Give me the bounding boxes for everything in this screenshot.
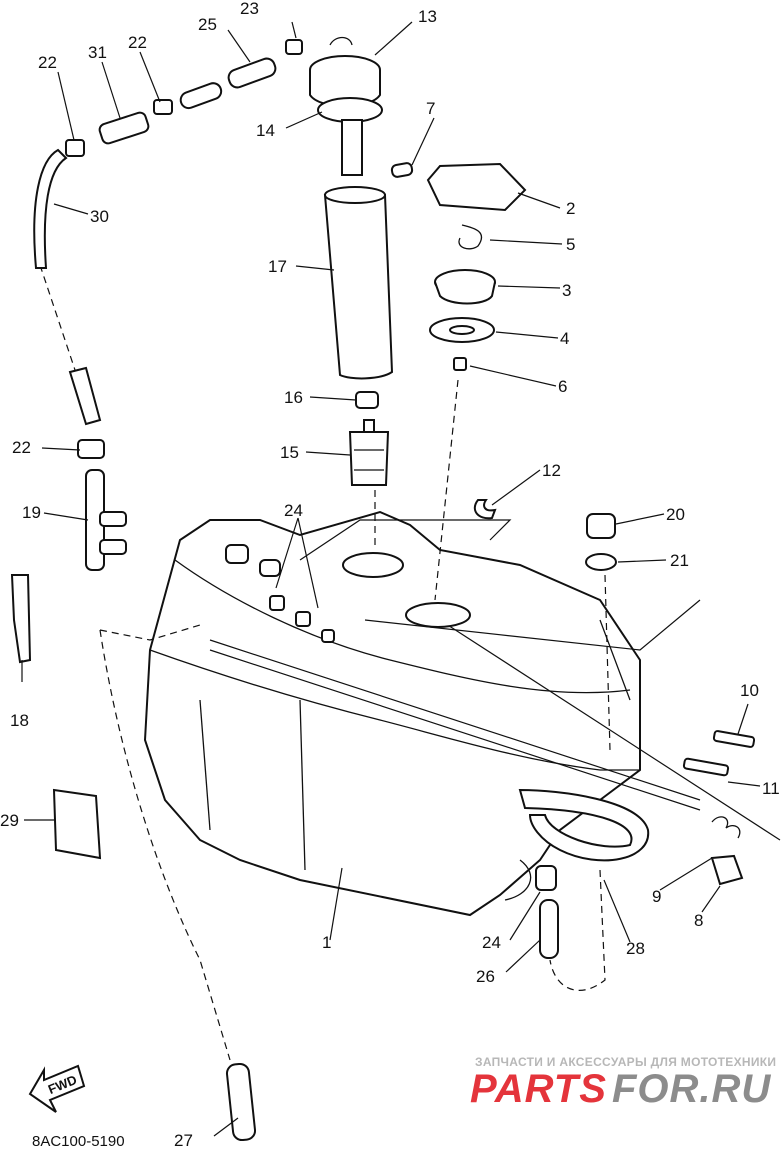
tank-hose-fittings <box>225 544 335 643</box>
callout-8: 8 <box>694 911 703 930</box>
damper-pad <box>52 788 102 860</box>
watermark-brand-left: PARTS <box>470 1067 607 1111</box>
drain-hose <box>539 899 559 959</box>
bolt-part <box>712 730 756 748</box>
callout-14: 14 <box>256 121 275 140</box>
callout-22: 22 <box>38 53 57 72</box>
partsfor-watermark: ЗАПЧАСТИ И АКСЕССУАРЫ ДЛЯ МОТОТЕХНИКИ PA… <box>470 1055 776 1111</box>
callout-22: 22 <box>12 438 31 457</box>
clip-part <box>473 499 497 520</box>
o-ring <box>317 97 383 123</box>
callout-29: 29 <box>0 811 19 830</box>
callout-3: 3 <box>562 281 571 300</box>
callout-26: 26 <box>476 967 495 986</box>
callout-10: 10 <box>740 681 759 700</box>
fuel-cap-assembly <box>390 162 527 371</box>
callout-13: 13 <box>418 7 437 26</box>
callout-2: 2 <box>566 199 575 218</box>
filler-neck <box>405 602 471 628</box>
callout-30: 30 <box>90 207 109 226</box>
connection-lines <box>39 264 781 1061</box>
damper-part <box>710 854 744 886</box>
overflow-hose <box>225 1062 257 1142</box>
callout-24: 24 <box>482 933 501 952</box>
callout-18: 18 <box>10 711 29 730</box>
callout-7: 7 <box>426 99 435 118</box>
callout-15: 15 <box>280 443 299 462</box>
fuel-filter <box>348 419 390 486</box>
callout-31: 31 <box>88 43 107 62</box>
vent-hose-assembly <box>33 39 303 269</box>
bolt-part <box>682 757 730 777</box>
fuel-tank <box>143 510 641 917</box>
callout-24: 24 <box>284 501 303 520</box>
fwd-arrow: FWD <box>28 1064 86 1113</box>
fuel-hose <box>518 788 650 862</box>
clamp-part <box>355 391 379 409</box>
lower-fitting <box>535 865 557 891</box>
callout-5: 5 <box>566 235 575 254</box>
callout-9: 9 <box>652 887 661 906</box>
callout-12: 12 <box>542 461 561 480</box>
washer-part <box>585 553 617 571</box>
fuel-gauge-tube <box>323 186 394 380</box>
callout-4: 4 <box>560 329 569 348</box>
band-strap <box>10 574 32 664</box>
watermark-tagline: ЗАПЧАСТИ И АКСЕССУАРЫ ДЛЯ МОТОТЕХНИКИ <box>475 1055 776 1069</box>
callout-28: 28 <box>626 939 645 958</box>
callout-19: 19 <box>22 503 41 522</box>
callout-23: 23 <box>240 0 259 18</box>
callout-11: 11 <box>762 779 780 798</box>
callout-27: 27 <box>174 1131 193 1149</box>
leader-lines <box>21 21 761 1137</box>
callout-6: 6 <box>558 377 567 396</box>
callout-20: 20 <box>666 505 685 524</box>
callout-1: 1 <box>322 933 331 952</box>
callout-25: 25 <box>198 15 217 34</box>
callout-21: 21 <box>670 551 689 570</box>
grommet-part <box>586 513 616 539</box>
gauge-stem <box>341 119 363 176</box>
callout-22: 22 <box>128 33 147 52</box>
gauge-mount <box>342 552 404 578</box>
spring-part <box>711 816 741 839</box>
fuel-gauge-cap <box>309 36 381 108</box>
callout-16: 16 <box>284 388 303 407</box>
watermark-brand-right: FOR.RU <box>612 1067 771 1111</box>
callout-17: 17 <box>268 257 287 276</box>
diagram-code: 8AC100-5190 <box>32 1133 125 1149</box>
breather-tee-assembly <box>68 366 127 571</box>
